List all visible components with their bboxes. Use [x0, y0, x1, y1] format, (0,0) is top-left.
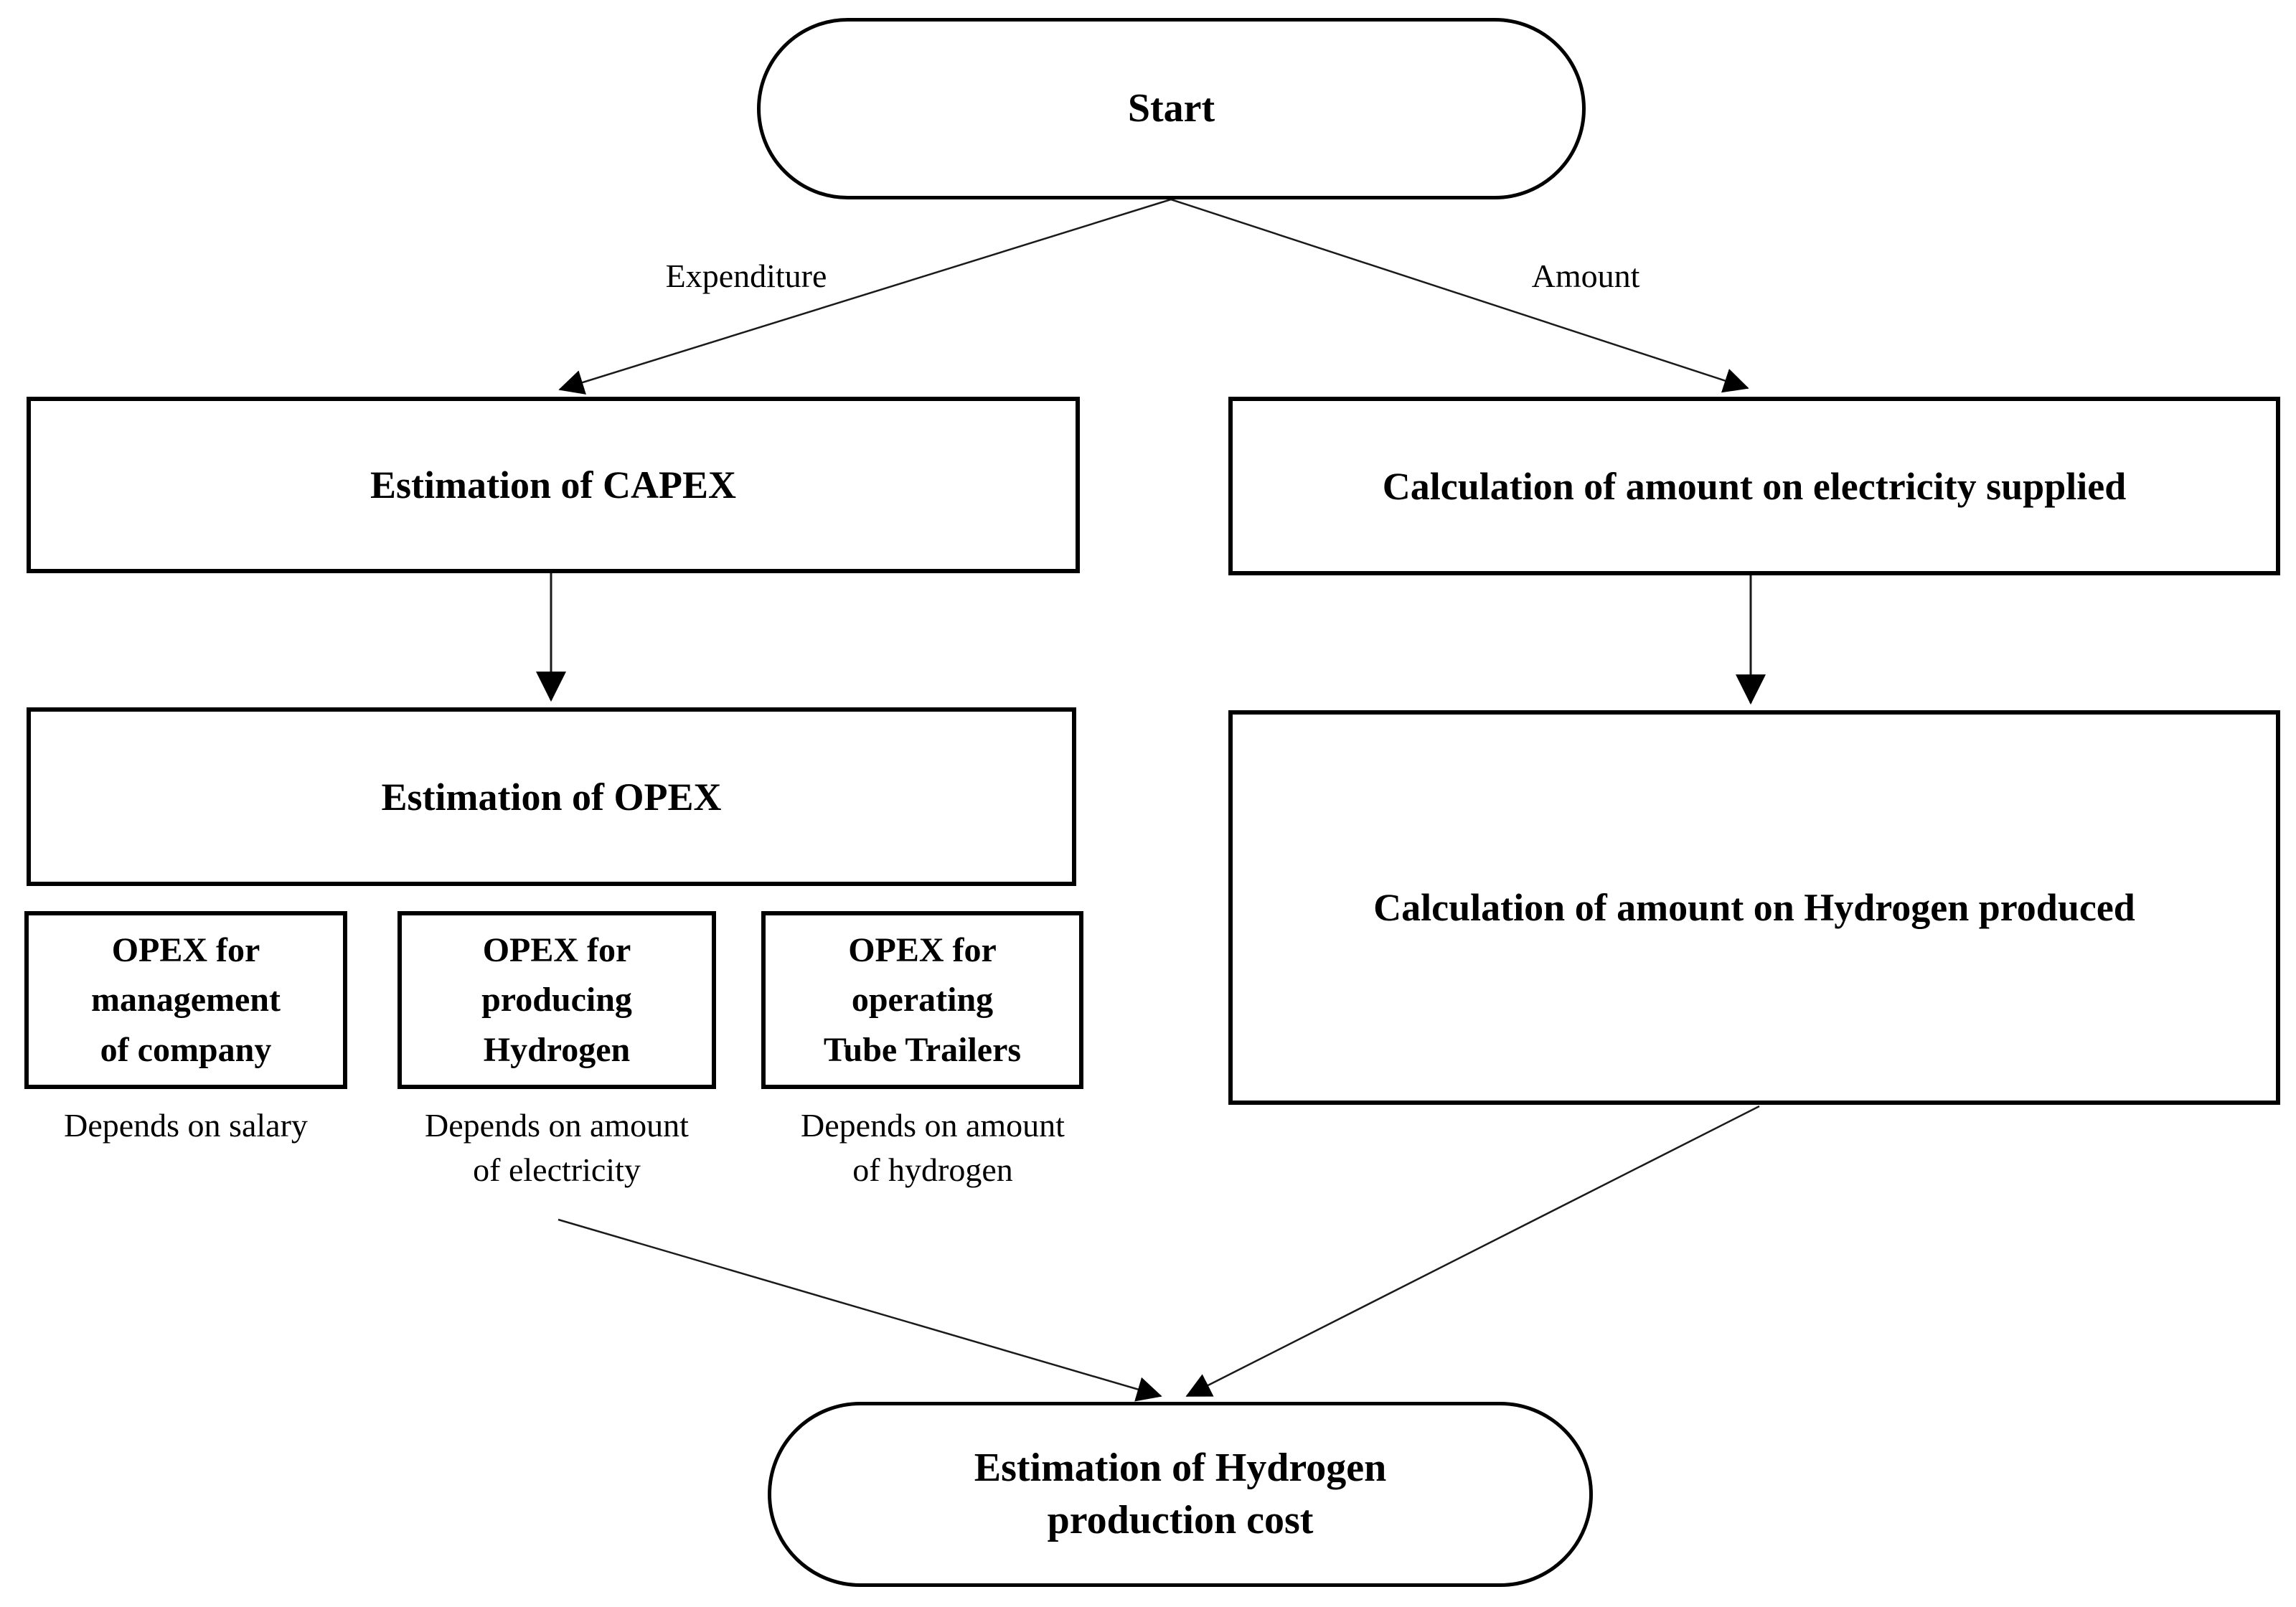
- opex-tube-trailers-line2: operating: [851, 981, 994, 1019]
- opex-node: Estimation of OPEX: [27, 707, 1076, 886]
- hydrogen-produced-node: Calculation of amount on Hydrogen produc…: [1228, 710, 2280, 1105]
- expenditure-edge-label: Expenditure: [665, 258, 827, 294]
- caption-electricity-line2: of electricity: [473, 1151, 641, 1189]
- caption-electricity: Depends on amount of electricity: [374, 1103, 740, 1192]
- opex-label: Estimation of OPEX: [381, 775, 722, 819]
- caption-hydrogen-line2: of hydrogen: [852, 1151, 1013, 1189]
- opex-tube-trailers-node: OPEX for operating Tube Trailers: [761, 911, 1083, 1089]
- edge-hydrogen-to-end: [1185, 1105, 1760, 1398]
- capex-label: Estimation of CAPEX: [370, 463, 736, 506]
- edge-opex-to-end: [557, 1218, 1162, 1402]
- opex-management-line1: OPEX for: [111, 930, 260, 969]
- opex-tube-trailers-line3: Tube Trailers: [823, 1030, 1022, 1069]
- electricity-supplied-node: Calculation of amount on electricity sup…: [1228, 397, 2280, 575]
- start-node: Start: [757, 18, 1586, 199]
- amount-edge-label: Amount: [1531, 258, 1640, 294]
- opex-tube-trailers-line1: OPEX for: [848, 930, 997, 969]
- opex-management-line3: of company: [100, 1030, 272, 1069]
- opex-management-node: OPEX for management of company: [24, 911, 347, 1089]
- opex-producing-line2: producing: [481, 981, 632, 1019]
- opex-management-line2: management: [91, 981, 281, 1019]
- opex-producing-node: OPEX for producing Hydrogen: [397, 911, 716, 1089]
- end-node: Estimation of Hydrogen production cost: [768, 1402, 1593, 1587]
- end-label-line1: Estimation of Hydrogen: [974, 1446, 1387, 1491]
- caption-salary-line1: Depends on salary: [64, 1107, 308, 1144]
- capex-node: Estimation of CAPEX: [27, 397, 1080, 573]
- opex-producing-line3: Hydrogen: [483, 1030, 631, 1069]
- caption-electricity-line1: Depends on amount: [425, 1107, 689, 1144]
- caption-salary: Depends on salary: [10, 1103, 362, 1148]
- opex-producing-line1: OPEX for: [482, 930, 631, 969]
- caption-hydrogen: Depends on amount of hydrogen: [750, 1103, 1116, 1192]
- start-label: Start: [1127, 86, 1215, 131]
- hydrogen-produced-label: Calculation of amount on Hydrogen produc…: [1373, 886, 2135, 929]
- end-label-line2: production cost: [1047, 1498, 1314, 1542]
- electricity-supplied-label: Calculation of amount on electricity sup…: [1382, 464, 2127, 508]
- caption-hydrogen-line1: Depends on amount: [801, 1107, 1065, 1144]
